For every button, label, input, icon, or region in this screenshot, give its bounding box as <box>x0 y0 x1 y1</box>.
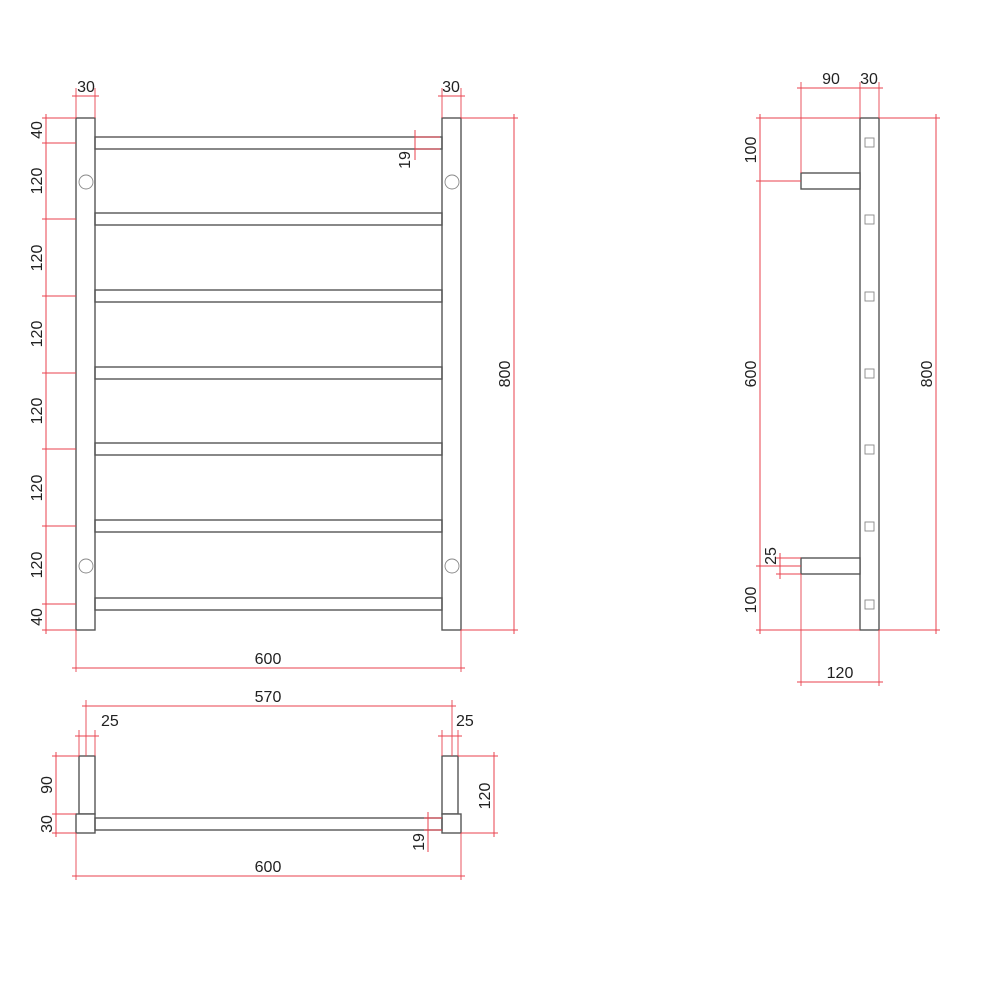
dim-plan-total-width: 600 <box>72 833 465 880</box>
rail-4 <box>94 366 443 380</box>
label-front-bar-width-left: 30 <box>77 79 95 96</box>
rail-5 <box>94 442 443 456</box>
label-side-upright-depth: 30 <box>860 71 878 88</box>
label-side-overall-depth: 120 <box>827 665 854 682</box>
dim-front-rail-spacings: 40 120 120 120 120 120 120 40 <box>29 114 76 634</box>
label-side-bracket-depth: 90 <box>822 71 840 88</box>
dim-plan-left-chain: 90 30 <box>39 752 79 837</box>
front-rails <box>94 136 443 611</box>
label-spacing-top: 40 <box>29 121 46 139</box>
dim-front-bar-width-right: 30 <box>438 79 465 118</box>
side-bracket-bottom <box>800 557 861 575</box>
dim-front-total-width: 600 <box>72 630 465 672</box>
label-side-bracket-spacing: 600 <box>743 361 760 388</box>
dim-plan-bracket-width-left: 25 <box>75 713 119 756</box>
dim-front-bar-thickness: 19 <box>397 130 440 169</box>
label-spacing-bottom: 40 <box>29 608 46 626</box>
label-spacing-5: 120 <box>29 475 46 502</box>
side-upright <box>859 117 880 631</box>
label-plan-inner-width: 570 <box>255 689 282 706</box>
rail-6 <box>94 519 443 533</box>
dim-plan-bracket-width-right: 25 <box>438 713 474 756</box>
label-front-total-width: 600 <box>255 651 282 668</box>
dim-side-overall-depth: 120 <box>797 574 883 686</box>
label-spacing-3: 120 <box>29 321 46 348</box>
plan-left-bracket <box>78 755 96 815</box>
dim-side-depths: 90 30 <box>797 71 883 173</box>
plan-rail <box>94 817 443 831</box>
fixing-top-left <box>78 174 94 190</box>
label-front-bar-thickness: 19 <box>397 151 414 169</box>
label-spacing-2: 120 <box>29 245 46 272</box>
front-fixings <box>78 174 460 574</box>
front-view: 30 30 19 800 600 <box>29 79 518 672</box>
label-spacing-6: 120 <box>29 552 46 579</box>
label-plan-upright-depth: 30 <box>39 815 56 833</box>
plan-left-upright <box>75 813 96 834</box>
plan-right-upright <box>441 813 462 834</box>
label-spacing-4: 120 <box>29 398 46 425</box>
fixing-top-right <box>444 174 460 190</box>
label-plan-bracket-width-right: 25 <box>456 713 474 730</box>
rail-2 <box>94 212 443 226</box>
rail-3 <box>94 289 443 303</box>
label-plan-total-width: 600 <box>255 859 282 876</box>
dim-side-total-height: 800 <box>879 114 940 634</box>
label-side-bracket-height: 25 <box>763 547 780 565</box>
plan-view: 570 25 25 90 30 120 <box>39 689 498 880</box>
label-spacing-1: 120 <box>29 168 46 195</box>
front-left-upright <box>75 117 96 631</box>
dim-side-left-chain: 100 600 100 <box>743 114 860 634</box>
label-side-bottom-offset: 100 <box>743 587 760 614</box>
label-front-bar-width-right: 30 <box>442 79 460 96</box>
label-side-top-offset: 100 <box>743 137 760 164</box>
side-fixings <box>864 137 875 610</box>
side-view: 90 30 100 600 100 25 800 <box>743 71 940 686</box>
dim-plan-bar-thickness: 19 <box>411 812 442 852</box>
fixing-bottom-right <box>444 558 460 574</box>
label-front-total-height: 800 <box>497 361 514 388</box>
dim-plan-overall-depth: 120 <box>458 752 498 837</box>
front-right-upright <box>441 117 462 631</box>
label-side-total-height: 800 <box>919 361 936 388</box>
dim-front-bar-width-left: 30 <box>72 79 99 118</box>
label-plan-overall-depth: 120 <box>477 783 494 810</box>
label-plan-bracket-depth: 90 <box>39 776 56 794</box>
plan-right-bracket <box>441 755 459 815</box>
fixing-bottom-left <box>78 558 94 574</box>
label-plan-bracket-width-left: 25 <box>101 713 119 730</box>
dim-front-total-height: 800 <box>461 114 518 634</box>
dim-plan-inner-width: 570 <box>82 689 456 756</box>
side-bracket-top <box>800 172 861 190</box>
rail-7 <box>94 597 443 611</box>
dim-side-bracket-height: 25 <box>763 547 801 579</box>
label-plan-bar-thickness: 19 <box>411 833 428 851</box>
rail-1 <box>94 136 443 150</box>
